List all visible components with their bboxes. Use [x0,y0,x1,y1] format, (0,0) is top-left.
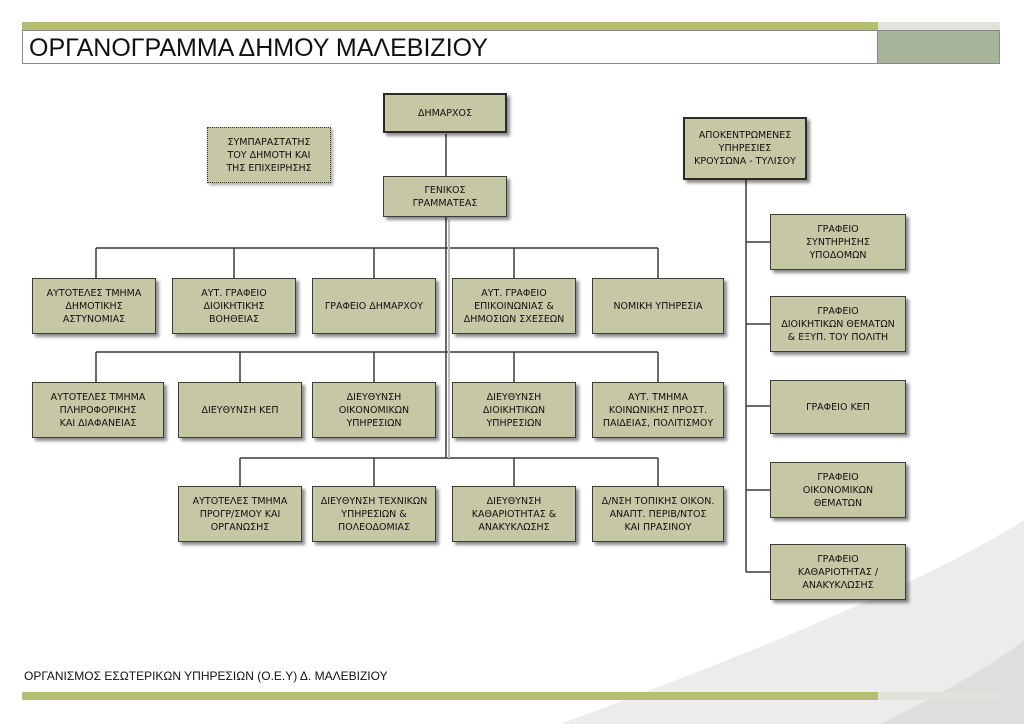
cleaning-recycling-directorate-box: ΔΙΕΥΘΥΝΣΗ ΚΑΘΑΡΙΟΤΗΤΑΣ & ΑΝΑΚΥΚΛΩΣΗΣ [452,486,576,542]
planning-organization-box: ΑΥΤΟΤΕΛΕΣ ΤΜΗΜΑ ΠΡΟΓΡ/ΣΜΟΥ ΚΑΙ ΟΡΓΑΝΩΣΗΣ [178,486,302,542]
infrastructure-maintenance-box: ΓΡΑΦΕΙΟ ΣΥΝΤΗΡΗΣΗΣ ΥΠΟΔΟΜΩΝ [770,214,906,270]
cleaning-office-box: ΓΡΑΦΕΙΟ ΚΑΘΑΡΙΟΤΗΤΑΣ / ΑΝΑΚΥΚΛΩΣΗΣ [770,544,906,600]
financial-services-box: ΔΙΕΥΘΥΝΣΗ ΟΙΚΟΝΟΜΙΚΩΝ ΥΠΗΡΕΣΙΩΝ [312,382,436,438]
municipal-police-box: ΑΥΤΟΤΕΛΕΣ ΤΜΗΜΑ ΔΗΜΟΤΙΚΗΣ ΑΣΤΥΝΟΜΙΑΣ [32,278,156,334]
administrative-assistance-box: ΑΥΤ. ΓΡΑΦΕΙΟ ΔΙΟΙΚΗΤΙΚΗΣ ΒΟΗΘΕΙΑΣ [172,278,296,334]
local-development-box: Δ/ΝΣΗ ΤΟΠΙΚΗΣ ΟΙΚΟΝ. ΑΝΑΠΤ. ΠΕΡΙΒ/ΝΤΟΣ Κ… [592,486,724,542]
technical-services-box: ΔΙΕΥΘΥΝΣΗ ΤΕΧΝΙΚΩΝ ΥΠΗΡΕΣΙΩΝ & ΠΟΛΕΟΔΟΜΙ… [312,486,436,542]
kep-office-box: ΓΡΑΦΕΙΟ ΚΕΠ [770,380,906,434]
citizen-affairs-box: ΓΡΑΦΕΙΟ ΔΙΟΙΚΗΤΙΚΩΝ ΘΕΜΑΤΩΝ & ΕΞΥΠ. ΤΟΥ … [770,296,906,352]
footer-caption: ΟΡΓΑΝΙΣΜΟΣ ΕΣΩΤΕΡΙΚΩΝ ΥΠΗΡΕΣΙΩΝ (Ο.Ε.Υ) … [24,669,388,683]
bottom-band-grey [878,692,1000,700]
legal-service-box: ΝΟΜΙΚΗ ΥΠΗΡΕΣΙΑ [592,278,724,334]
financial-affairs-office-box: ΓΡΑΦΕΙΟ ΟΙΚΟΝΟΜΙΚΩΝ ΘΕΜΑΤΩΝ [770,462,906,518]
top-band-grey [878,22,1000,30]
mayor-office-box: ΓΡΑΦΕΙΟ ΔΗΜΑΡΧΟΥ [312,278,436,334]
communications-office-box: ΑΥΤ. ΓΡΑΦΕΙΟ ΕΠΙΚΟΙΝΩΝΙΑΣ & ΔΗΜΟΣΙΩΝ ΣΧΕ… [452,278,576,334]
title-box: ΟΡΓΑΝΟΓΡΑΜΜΑ ΔΗΜΟΥ ΜΑΛΕΒΙΖΙΟΥ [22,30,878,64]
administrative-services-box: ΔΙΕΥΘΥΝΣΗ ΔΙΟΙΚΗΤΙΚΩΝ ΥΠΗΡΕΣΙΩΝ [452,382,576,438]
kep-directorate-box: ΔΙΕΥΘΥΝΣΗ ΚΕΠ [178,382,302,438]
bottom-band-green [22,692,878,700]
decentralized-services-box: ΑΠΟΚΕΝΤΡΩΜΕΝΕΣ ΥΠΗΡΕΣΙΕΣ ΚΡΟΥΣΩΝΑ - ΤΥΛΙ… [683,117,807,180]
title-accent-block [878,30,1000,64]
mayor-box: ΔΗΜΑΡΧΟΣ [383,93,507,133]
top-band-green [22,22,878,30]
page-title: ΟΡΓΑΝΟΓΡΑΜΜΑ ΔΗΜΟΥ ΜΑΛΕΒΙΖΙΟΥ [29,34,488,62]
social-protection-box: ΑΥΤ. ΤΜΗΜΑ ΚΟΙΝΩΝΙΚΗΣ ΠΡΟΣΤ. ΠΑΙΔΕΙΑΣ, Π… [592,382,724,438]
ombudsman-box: ΣΥΜΠΑΡΑΣΤΑΤΗΣ ΤΟΥ ΔΗΜΟΤΗ ΚΑΙ ΤΗΣ ΕΠΙΧΕΙΡ… [207,127,331,183]
general-secretary-box: ΓΕΝΙΚΟΣ ΓΡΑΜΜΑΤΕΑΣ [383,176,507,217]
it-transparency-box: ΑΥΤΟΤΕΛΕΣ ΤΜΗΜΑ ΠΛΗΡΟΦΟΡΙΚΗΣ ΚΑΙ ΔΙΑΦΑΝΕ… [32,382,164,438]
